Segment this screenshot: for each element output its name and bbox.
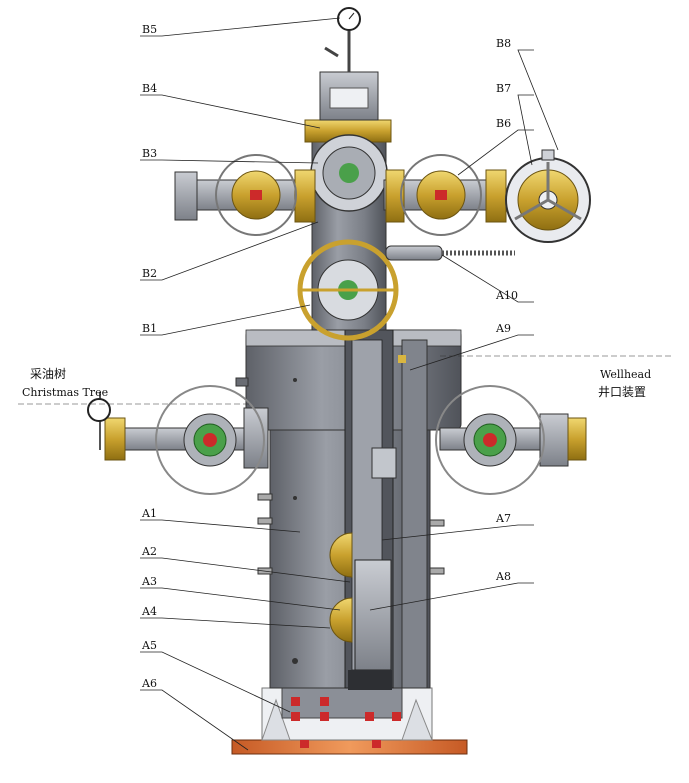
label-a8: A8	[495, 570, 511, 583]
lower-master-handwheel	[297, 239, 399, 341]
left-pressure-gauge-icon	[87, 398, 111, 422]
label-b7: B7	[496, 82, 511, 95]
label-a6: A6	[141, 677, 157, 690]
brass-clamps	[329, 532, 353, 643]
top-pressure-gauge	[324, 7, 361, 72]
label-a1: A1	[141, 507, 157, 520]
label-b8: B8	[496, 37, 511, 50]
red-bolts-base	[291, 697, 401, 748]
wellhead-cn-label: 井口装置	[598, 385, 646, 399]
label-b4: B4	[142, 82, 157, 95]
label-b3: B3	[142, 147, 157, 160]
label-a3: A3	[141, 575, 157, 588]
label-a5: A5	[141, 639, 157, 652]
choke-handwheel	[505, 149, 591, 243]
left-upper-arm	[174, 154, 316, 236]
callout-labels: B5 B4 B3 B2 B1 B8 B7 B6 A10 A9 A7 A8 A1 …	[22, 23, 651, 690]
base-plate	[231, 687, 468, 755]
label-b2: B2	[142, 267, 157, 280]
christmas-tree-en-label: Christmas Tree	[22, 386, 108, 399]
label-a10: A10	[495, 289, 518, 302]
label-a2: A2	[141, 545, 157, 558]
wellhead-en-label: Wellhead	[600, 368, 651, 381]
label-a4: A4	[141, 605, 157, 618]
right-wing-valve	[435, 385, 587, 495]
label-b1: B1	[142, 322, 157, 335]
label-b6: B6	[496, 117, 511, 130]
label-a7: A7	[495, 512, 511, 525]
label-a9: A9	[495, 322, 511, 335]
upper-master-valve	[310, 134, 388, 212]
right-upper-arm	[383, 154, 507, 236]
actuator-rod	[385, 245, 515, 261]
christmas-tree-cn-label: 采油树	[30, 366, 66, 381]
leader-lines	[18, 17, 672, 751]
label-b5: B5	[142, 23, 157, 36]
left-wing-valve	[87, 385, 269, 495]
